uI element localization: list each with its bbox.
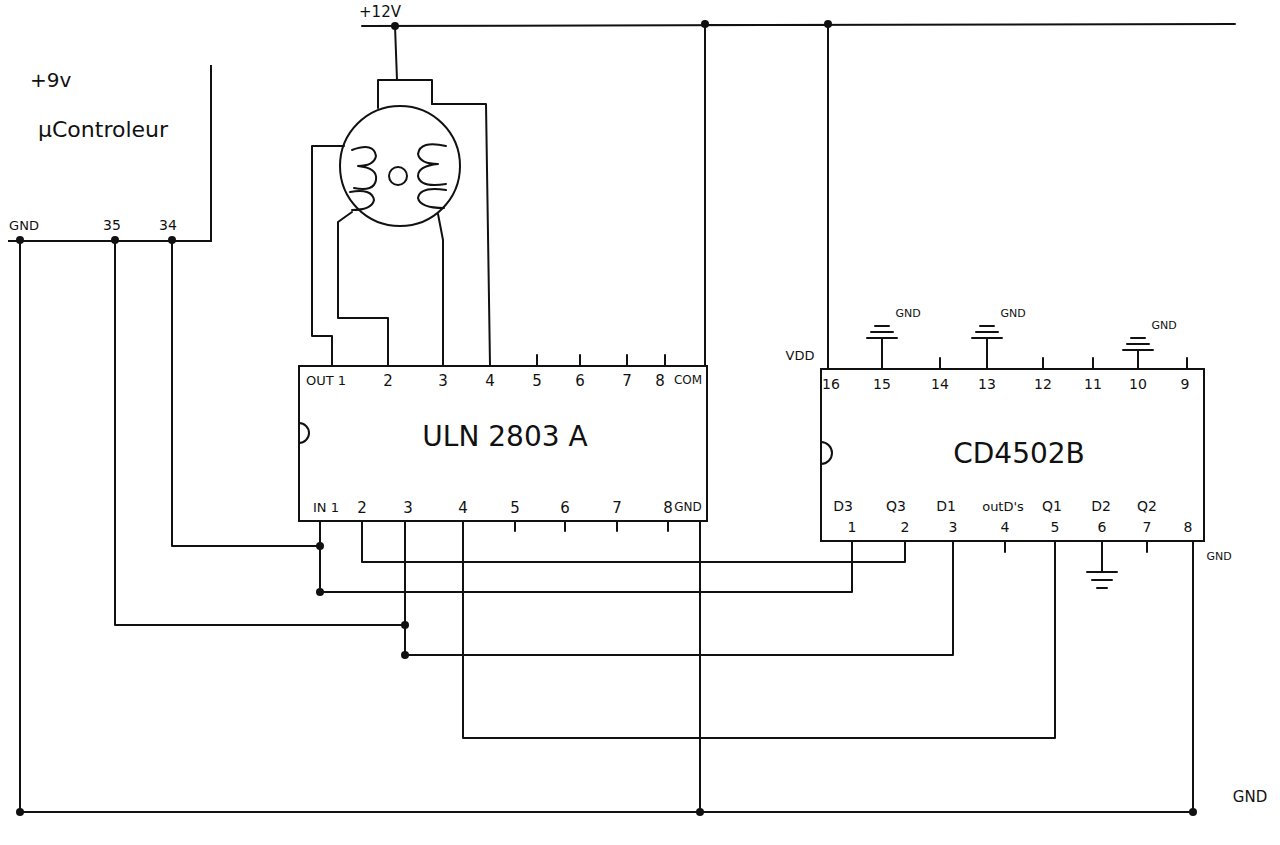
pin-label: OUT 1 bbox=[306, 374, 346, 388]
pin-label: 11 bbox=[1084, 377, 1102, 392]
pin-label: 6 bbox=[575, 373, 585, 390]
pin-label: D3 bbox=[833, 499, 853, 514]
signal-wire bbox=[320, 522, 852, 592]
pin-label: 6 bbox=[560, 500, 570, 517]
motor-coil bbox=[418, 189, 446, 208]
pin-label: 4 bbox=[1001, 520, 1010, 535]
motor-coil bbox=[350, 191, 374, 210]
motor-body bbox=[340, 106, 460, 226]
pin-label: GND bbox=[674, 501, 702, 514]
part-name: CD4502B bbox=[953, 438, 1085, 470]
pin-label: 3 bbox=[438, 373, 448, 390]
pin-stub bbox=[1005, 542, 1147, 552]
pin-label: 3 bbox=[403, 500, 413, 517]
pin-label: 4 bbox=[458, 500, 468, 517]
pin-label: D2 bbox=[1091, 499, 1111, 514]
part-name: µControleur bbox=[38, 117, 168, 142]
motor-feed bbox=[395, 26, 397, 80]
pin-label: outD's bbox=[982, 500, 1024, 514]
motor-coil bbox=[418, 144, 446, 185]
pin-label: 7 bbox=[622, 373, 632, 390]
pin-label: COM bbox=[674, 374, 702, 387]
microcontroller-box: +9v µControleur bbox=[8, 65, 212, 242]
pin-label: 35 bbox=[103, 218, 121, 233]
ground-wire bbox=[700, 522, 1193, 812]
pin-label: GND bbox=[1206, 551, 1231, 563]
pin-label: 13 bbox=[978, 377, 996, 392]
pin-stub bbox=[537, 355, 665, 365]
supply-label: +9v bbox=[30, 69, 71, 92]
pin-label: GND bbox=[1151, 320, 1176, 332]
pin-label: GND bbox=[1233, 789, 1267, 806]
pin-label: 5 bbox=[532, 373, 542, 390]
motor-lead bbox=[312, 146, 344, 365]
signal-wire bbox=[115, 242, 405, 625]
pin-label: +12V bbox=[359, 4, 401, 21]
pin-label: 8 bbox=[1184, 520, 1193, 535]
pin-label: 7 bbox=[612, 500, 622, 517]
pin-label: 34 bbox=[159, 218, 177, 233]
power-wire bbox=[705, 25, 828, 368]
pin-label: 9 bbox=[1181, 377, 1190, 392]
pin-label: Q1 bbox=[1042, 499, 1062, 514]
signal-wire bbox=[463, 522, 1055, 738]
pin-stub bbox=[940, 358, 1187, 368]
pin-label: 8 bbox=[655, 373, 665, 390]
pin-label: 4 bbox=[485, 373, 495, 390]
pin-stub bbox=[515, 522, 668, 531]
pin-label: 8 bbox=[663, 500, 673, 517]
junction-dot bbox=[391, 22, 399, 30]
motor-lead bbox=[432, 104, 490, 365]
pin-label: 5 bbox=[510, 500, 520, 517]
pin-label: 7 bbox=[1143, 520, 1152, 535]
pin-label: GND bbox=[895, 308, 920, 320]
driver-chip: ULN 2803 A bbox=[298, 365, 708, 522]
pin-label: 2 bbox=[383, 373, 393, 390]
logic-chip: CD4502B bbox=[820, 368, 1205, 542]
ground-wire bbox=[20, 242, 700, 812]
signal-wire bbox=[362, 522, 905, 562]
pin-label: 12 bbox=[1034, 377, 1052, 392]
pin-label: 15 bbox=[873, 377, 891, 392]
pin-label: 2 bbox=[901, 520, 910, 535]
pin-label: 5 bbox=[1051, 520, 1060, 535]
pin-label: 14 bbox=[931, 377, 949, 392]
pin-label: 10 bbox=[1129, 377, 1147, 392]
pin-label: 2 bbox=[357, 500, 367, 517]
pin-label: GND bbox=[1000, 308, 1025, 320]
motor-lead bbox=[438, 214, 443, 365]
ground-symbol bbox=[1087, 542, 1117, 588]
pin-label: 16 bbox=[822, 377, 840, 392]
motor-feed bbox=[378, 80, 432, 108]
pin-label: 3 bbox=[949, 520, 958, 535]
pin-label: Q2 bbox=[1137, 499, 1157, 514]
pin-label: Q3 bbox=[886, 499, 906, 514]
ground-symbol bbox=[972, 326, 1002, 368]
pin-label: D1 bbox=[936, 499, 956, 514]
chip-notch bbox=[821, 442, 832, 464]
pin-label: IN 1 bbox=[313, 501, 339, 515]
pin-label: GND bbox=[9, 219, 39, 233]
motor-lead bbox=[338, 212, 388, 365]
motor-rotor bbox=[389, 167, 407, 185]
pin-label: VDD bbox=[786, 349, 815, 363]
pin-label: 6 bbox=[1098, 520, 1107, 535]
motor-coil bbox=[352, 147, 376, 189]
ground-symbol bbox=[867, 326, 897, 368]
ground-symbol bbox=[1123, 338, 1153, 368]
part-name: ULN 2803 A bbox=[422, 421, 587, 453]
pin-label: 1 bbox=[848, 520, 857, 535]
chip-notch bbox=[299, 423, 309, 443]
